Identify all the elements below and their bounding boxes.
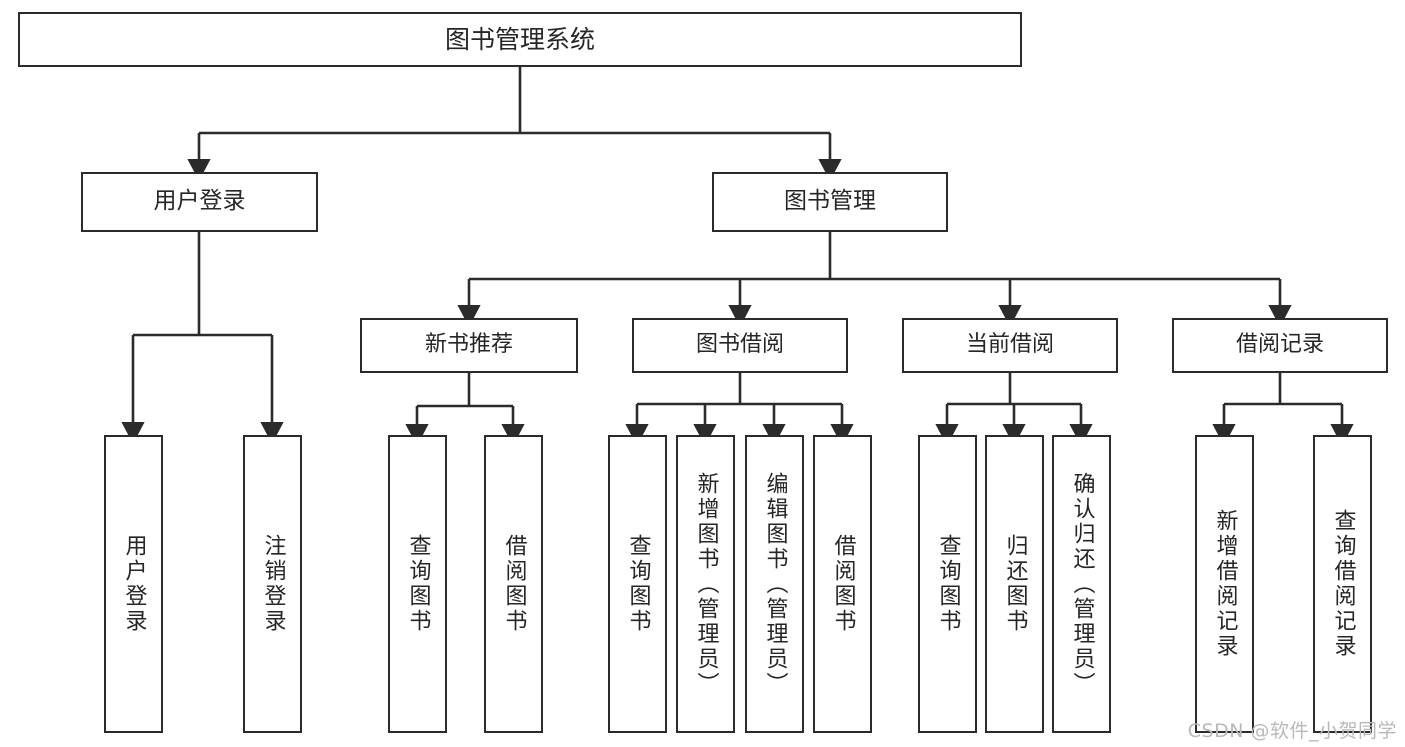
node-label: 归还图书 [1002,534,1028,634]
leaf-current-borrow-query-book[interactable]: 查询图书 [918,435,977,733]
node-label: 编辑图书（管理员） [762,471,788,697]
node-label: 用户登录 [153,188,246,215]
leaf-user-login-logout[interactable]: 注销登录 [243,435,302,733]
csdn-watermark: CSDN @软件_小贺同学 [1187,720,1397,742]
node-label: 新书推荐 [424,332,513,358]
node-book-management[interactable]: 图书管理 [712,172,948,232]
node-user-login[interactable]: 用户登录 [81,172,318,232]
node-label: 图书借阅 [695,332,784,358]
leaf-borrow-record-query-record[interactable]: 查询借阅记录 [1313,435,1372,733]
leaf-new-book-borrow-book[interactable]: 借阅图书 [484,435,543,733]
node-label: 借阅图书 [830,534,856,634]
node-label: 查询图书 [935,534,961,634]
node-label: 借阅记录 [1235,332,1324,358]
node-label: 图书管理系统 [444,24,595,54]
node-label: 新增借阅记录 [1212,509,1238,659]
node-label: 用户登录 [121,534,147,634]
node-current-borrow[interactable]: 当前借阅 [902,318,1118,373]
node-label: 注销登录 [260,534,286,634]
node-label: 查询图书 [625,534,651,634]
leaf-book-borrow-borrow-book[interactable]: 借阅图书 [813,435,872,733]
leaf-new-book-query-book[interactable]: 查询图书 [388,435,447,733]
node-label: 查询图书 [405,534,431,634]
node-label: 图书管理 [784,188,876,215]
leaf-current-borrow-confirm-return-admin[interactable]: 确认归还（管理员） [1052,435,1111,733]
node-book-borrow[interactable]: 图书借阅 [632,318,848,373]
leaf-book-borrow-edit-book-admin[interactable]: 编辑图书（管理员） [745,435,804,733]
node-label: 借阅图书 [501,534,527,634]
node-borrow-record[interactable]: 借阅记录 [1172,318,1388,373]
node-new-book-recommend[interactable]: 新书推荐 [360,318,578,373]
leaf-user-login-login[interactable]: 用户登录 [104,435,163,733]
leaf-borrow-record-add-record[interactable]: 新增借阅记录 [1195,435,1254,733]
leaf-current-borrow-return-book[interactable]: 归还图书 [985,435,1044,733]
leaf-book-borrow-query-book[interactable]: 查询图书 [608,435,667,733]
node-label: 新增图书（管理员） [693,471,719,697]
leaf-book-borrow-add-book-admin[interactable]: 新增图书（管理员） [676,435,735,733]
node-label: 查询借阅记录 [1330,509,1356,659]
node-label: 当前借阅 [965,332,1054,358]
node-root-book-management-system[interactable]: 图书管理系统 [18,12,1022,67]
node-label: 确认归还（管理员） [1069,471,1095,697]
